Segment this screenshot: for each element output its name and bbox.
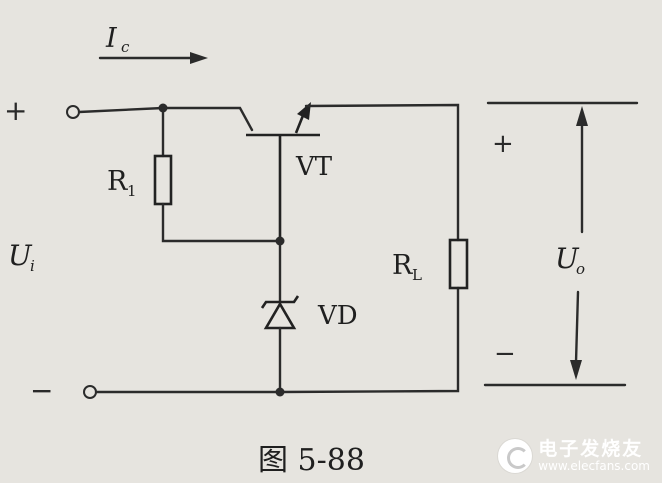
watermark-name: 电子发烧友	[538, 437, 644, 460]
zener-label: VD	[317, 301, 358, 331]
junction-bottom	[275, 387, 285, 397]
r1-label: R	[107, 166, 128, 197]
bottom-wire	[94, 286, 460, 394]
figure-caption: 图 5-88	[258, 443, 365, 478]
resistor-rl	[448, 238, 469, 290]
watermark-logo-icon	[498, 439, 533, 473]
output-minus-sign: −	[494, 339, 516, 369]
watermark-url: www.elecfans.com	[538, 458, 650, 473]
current-label-sub: c	[121, 38, 130, 56]
rl-label: R	[392, 250, 413, 281]
input-top-wire	[77, 106, 254, 132]
input-plus-sign: +	[4, 94, 27, 127]
output-plus-sign: +	[492, 129, 514, 159]
r1-label-sub: 1	[127, 182, 137, 200]
rl-label-sub: L	[412, 266, 422, 284]
input-voltage-label-sub: i	[30, 257, 35, 275]
zener-diode-vd	[260, 295, 300, 330]
output-voltage-label-sub: o	[576, 260, 585, 278]
current-arrow	[98, 52, 208, 64]
transistor-label: VT	[295, 152, 333, 182]
resistor-r1	[153, 154, 173, 206]
input-minus-sign: −	[30, 374, 53, 407]
input-terminal-top	[66, 105, 80, 119]
watermark: 电子发烧友 www.elecfans.com	[498, 439, 650, 473]
r1-wire-bottom	[161, 202, 282, 243]
input-voltage-label: U	[8, 239, 33, 272]
current-label: I	[105, 23, 118, 54]
output-top-wire	[304, 103, 460, 242]
input-terminal-bottom	[83, 385, 97, 399]
output-voltage-arrow	[570, 106, 588, 380]
output-voltage-label: U	[555, 242, 580, 275]
